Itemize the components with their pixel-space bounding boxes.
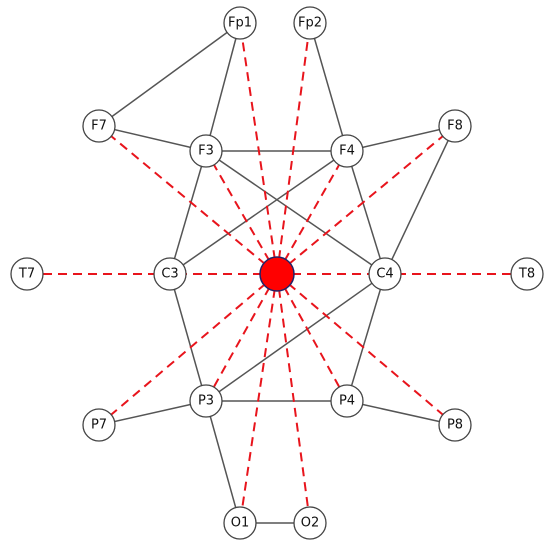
spoke-F4 bbox=[276, 150, 348, 275]
node-c4: C4 bbox=[368, 257, 402, 291]
node-f7: F7 bbox=[82, 109, 116, 143]
spoke-P3 bbox=[205, 273, 278, 402]
node-label: T7 bbox=[18, 267, 35, 282]
node-p3: P3 bbox=[189, 384, 223, 418]
node-circle bbox=[330, 384, 364, 418]
edge-C3-P3 bbox=[169, 273, 207, 402]
node-label: C4 bbox=[376, 267, 393, 282]
node-circle bbox=[10, 257, 44, 291]
edge-F8-C4 bbox=[384, 125, 456, 275]
edge-F7-F3 bbox=[98, 125, 207, 152]
node-circle bbox=[223, 506, 257, 540]
node-f3: F3 bbox=[189, 134, 223, 168]
node-label: C3 bbox=[161, 267, 178, 282]
node-f4: F4 bbox=[330, 134, 364, 168]
node-label: P7 bbox=[91, 418, 107, 433]
edge-Fp1-F3 bbox=[205, 22, 241, 152]
node-label: F7 bbox=[91, 119, 107, 134]
node-f8: F8 bbox=[438, 109, 472, 143]
node-circle bbox=[189, 384, 223, 418]
node-circle bbox=[438, 408, 472, 442]
node-t8: T8 bbox=[510, 257, 544, 291]
node-circle bbox=[82, 408, 116, 442]
spoke-F8 bbox=[276, 125, 456, 275]
node-label: O1 bbox=[231, 516, 250, 531]
spoke-Fp1 bbox=[239, 22, 278, 275]
spoke-F3 bbox=[205, 150, 278, 275]
node-label: F3 bbox=[198, 144, 214, 159]
node-fp1: Fp1 bbox=[223, 6, 257, 40]
spoke-P7 bbox=[98, 273, 278, 426]
node-label: Fp1 bbox=[228, 16, 252, 31]
edge-F4-C3 bbox=[169, 150, 348, 275]
edge-C4-P4 bbox=[346, 273, 386, 402]
hub-node bbox=[259, 256, 295, 292]
edge-F4-F8 bbox=[346, 125, 456, 152]
node-label: P4 bbox=[339, 394, 355, 409]
hub-layer bbox=[259, 256, 295, 292]
node-t7: T7 bbox=[10, 257, 44, 291]
node-label: P3 bbox=[198, 394, 214, 409]
edge-F3-C3 bbox=[169, 150, 207, 275]
node-circle bbox=[153, 257, 187, 291]
node-label: T8 bbox=[518, 267, 535, 282]
edge-Fp2-F4 bbox=[309, 22, 348, 152]
node-fp2: Fp2 bbox=[293, 6, 327, 40]
node-label: Fp2 bbox=[298, 16, 322, 31]
node-circle bbox=[368, 257, 402, 291]
node-circle bbox=[223, 6, 257, 40]
node-o2: O2 bbox=[293, 506, 327, 540]
node-circle bbox=[82, 109, 116, 143]
spokes-layer bbox=[27, 22, 527, 524]
spoke-F7 bbox=[98, 125, 278, 275]
spoke-O2 bbox=[276, 273, 311, 524]
edge-P3-O1 bbox=[205, 400, 241, 524]
edge-F3-C4 bbox=[205, 150, 386, 275]
node-p7: P7 bbox=[82, 408, 116, 442]
edge-Fp1-F7 bbox=[98, 22, 241, 127]
spoke-Fp2 bbox=[276, 22, 311, 275]
node-o1: O1 bbox=[223, 506, 257, 540]
node-circle bbox=[189, 134, 223, 168]
spoke-P4 bbox=[276, 273, 348, 402]
node-circle bbox=[438, 109, 472, 143]
node-label: P8 bbox=[447, 418, 463, 433]
edge-F4-C4 bbox=[346, 150, 386, 275]
edge-P4-P8 bbox=[346, 400, 456, 426]
edge-P7-P3 bbox=[98, 400, 207, 426]
node-label: O2 bbox=[301, 516, 320, 531]
node-circle bbox=[510, 257, 544, 291]
node-p4: P4 bbox=[330, 384, 364, 418]
node-p8: P8 bbox=[438, 408, 472, 442]
edges-layer bbox=[98, 22, 456, 524]
node-circle bbox=[293, 506, 327, 540]
node-circle bbox=[330, 134, 364, 168]
node-label: F4 bbox=[339, 144, 355, 159]
edge-C4-P3 bbox=[205, 273, 386, 402]
node-circle bbox=[293, 6, 327, 40]
node-c3: C3 bbox=[153, 257, 187, 291]
spoke-O1 bbox=[239, 273, 278, 524]
node-label: F8 bbox=[447, 119, 463, 134]
spoke-P8 bbox=[276, 273, 456, 426]
